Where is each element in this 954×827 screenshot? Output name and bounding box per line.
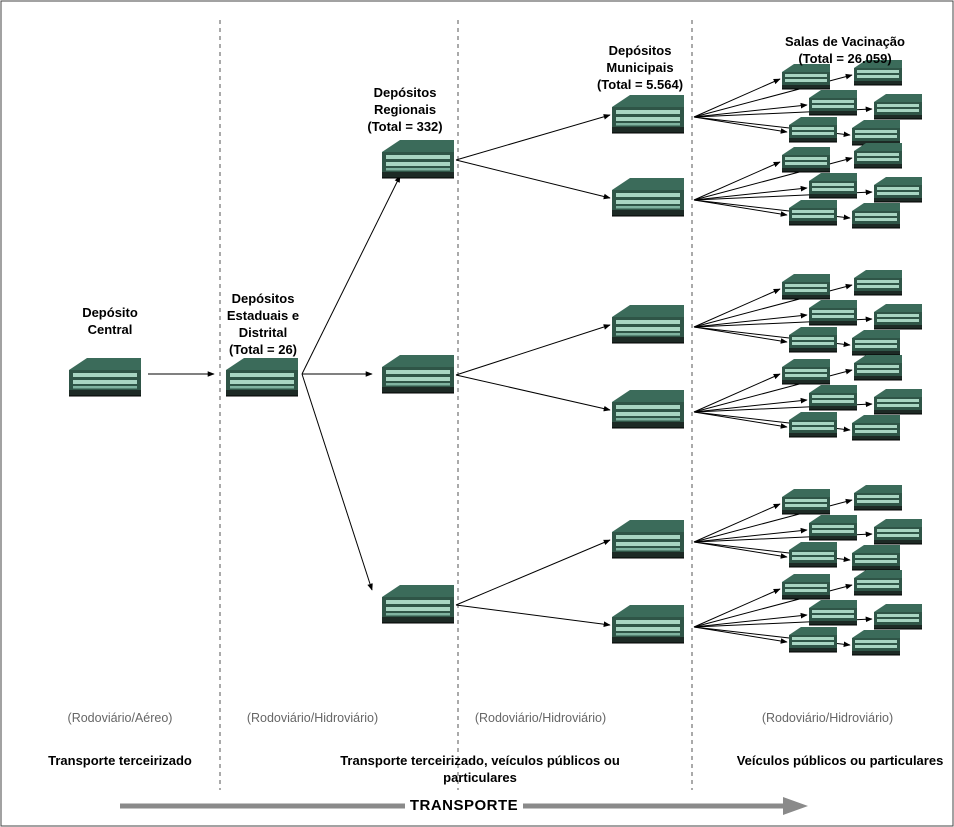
municipal-depot-building [611, 94, 685, 134]
flow-arrow [693, 397, 808, 413]
vaccination-room-building [788, 326, 838, 353]
vaccination-room-building [788, 626, 838, 653]
label-salas-vacinacao: Salas de Vacinação (Total = 26.059) [785, 34, 905, 66]
flow-arrows [148, 73, 873, 648]
vaccination-room-building [851, 202, 901, 229]
label-deposito-central: Depósito Central [82, 305, 138, 337]
mode-label-3: (Rodoviário/Hidroviário) [474, 711, 607, 725]
mode-label-1: (Rodoviário/Aéreo) [67, 711, 173, 725]
flow-arrow [693, 116, 788, 134]
vaccination-room-building [788, 199, 838, 226]
flow-arrow [693, 161, 781, 201]
municipal-depot-building [611, 604, 685, 644]
transport-label: TRANSPORTE [409, 797, 519, 814]
vaccination-room-building [873, 518, 923, 545]
mode-label-2: (Rodoviário/Hidroviário) [246, 711, 379, 725]
flow-arrow [693, 312, 808, 328]
flow-arrow [455, 539, 611, 606]
municipal-depot-building [611, 177, 685, 217]
vaccination-room-building [873, 603, 923, 630]
flow-arrow [693, 503, 781, 543]
label-depositos-regionais: Depósitos Regionais (Total = 332) [367, 85, 443, 134]
vaccination-room-building [873, 388, 923, 415]
flow-arrow [455, 374, 611, 412]
flow-arrow [693, 288, 781, 328]
flow-arrow [693, 541, 788, 559]
regional-depot-building [381, 584, 455, 624]
flow-arrow [693, 527, 808, 543]
vaccination-room-building [788, 411, 838, 438]
flow-arrow [455, 604, 611, 627]
vaccination-room-building [851, 329, 901, 356]
buildings [68, 59, 923, 656]
label-depositos-estaduais: Depósitos Estaduais e Distrital (Total =… [226, 291, 300, 357]
vaccination-room-building [851, 544, 901, 571]
municipal-depot-building [611, 389, 685, 429]
flow-arrow [693, 326, 788, 344]
state-depot-building [225, 357, 299, 397]
vaccination-room-building [853, 484, 903, 511]
vaccination-room-building [781, 63, 831, 90]
municipal-depot-building [611, 519, 685, 559]
flow-arrow [693, 588, 781, 628]
vaccination-room-building [781, 573, 831, 600]
vaccination-room-building [808, 89, 858, 116]
regional-depot-building [381, 354, 455, 394]
vaccination-room-building [853, 269, 903, 296]
flow-arrow [455, 324, 611, 376]
vaccination-room-building [808, 172, 858, 199]
vaccination-room-building [781, 146, 831, 173]
flow-arrow [455, 114, 611, 161]
vaccination-room-building [853, 569, 903, 596]
vaccination-room-building [873, 176, 923, 203]
vaccination-room-building [873, 93, 923, 120]
central-depot-building [68, 357, 142, 397]
operator-label-1: Transporte terceirizado [48, 753, 192, 768]
vaccination-room-building [853, 354, 903, 381]
flow-arrow [693, 185, 808, 201]
vaccination-room-building [808, 384, 858, 411]
flow-arrow [693, 373, 781, 413]
vaccination-room-building [851, 629, 901, 656]
flow-arrow [693, 612, 808, 628]
vaccination-room-building [788, 541, 838, 568]
vaccination-room-building [808, 299, 858, 326]
flow-arrow [693, 626, 788, 644]
regional-depot-building [381, 139, 455, 179]
vaccination-room-building [808, 514, 858, 541]
flow-arrow [301, 373, 373, 591]
flow-arrow [693, 199, 788, 217]
vaccination-room-building [853, 142, 903, 169]
flow-arrow [693, 102, 808, 118]
vaccination-room-building [808, 599, 858, 626]
flow-arrow [693, 78, 781, 118]
vaccination-room-building [781, 358, 831, 385]
flow-arrow [693, 411, 788, 429]
vaccination-room-building [851, 414, 901, 441]
municipal-depot-building [611, 304, 685, 344]
flow-arrow [455, 159, 611, 200]
vaccination-room-building [781, 273, 831, 300]
operator-label-3: Veículos públicos ou particulares [736, 753, 944, 768]
column-dividers [219, 20, 693, 790]
mode-label-4: (Rodoviário/Hidroviário) [761, 711, 894, 725]
vaccination-room-building [788, 116, 838, 143]
flow-arrow [301, 175, 401, 375]
transport-arrow [120, 797, 808, 815]
label-depositos-municipais: Depósitos Municipais (Total = 5.564) [596, 43, 684, 92]
operator-label-2: Transporte terceirizado, veículos públic… [340, 753, 620, 785]
vaccination-room-building [781, 488, 831, 515]
vaccination-room-building [851, 119, 901, 146]
vaccination-room-building [873, 303, 923, 330]
